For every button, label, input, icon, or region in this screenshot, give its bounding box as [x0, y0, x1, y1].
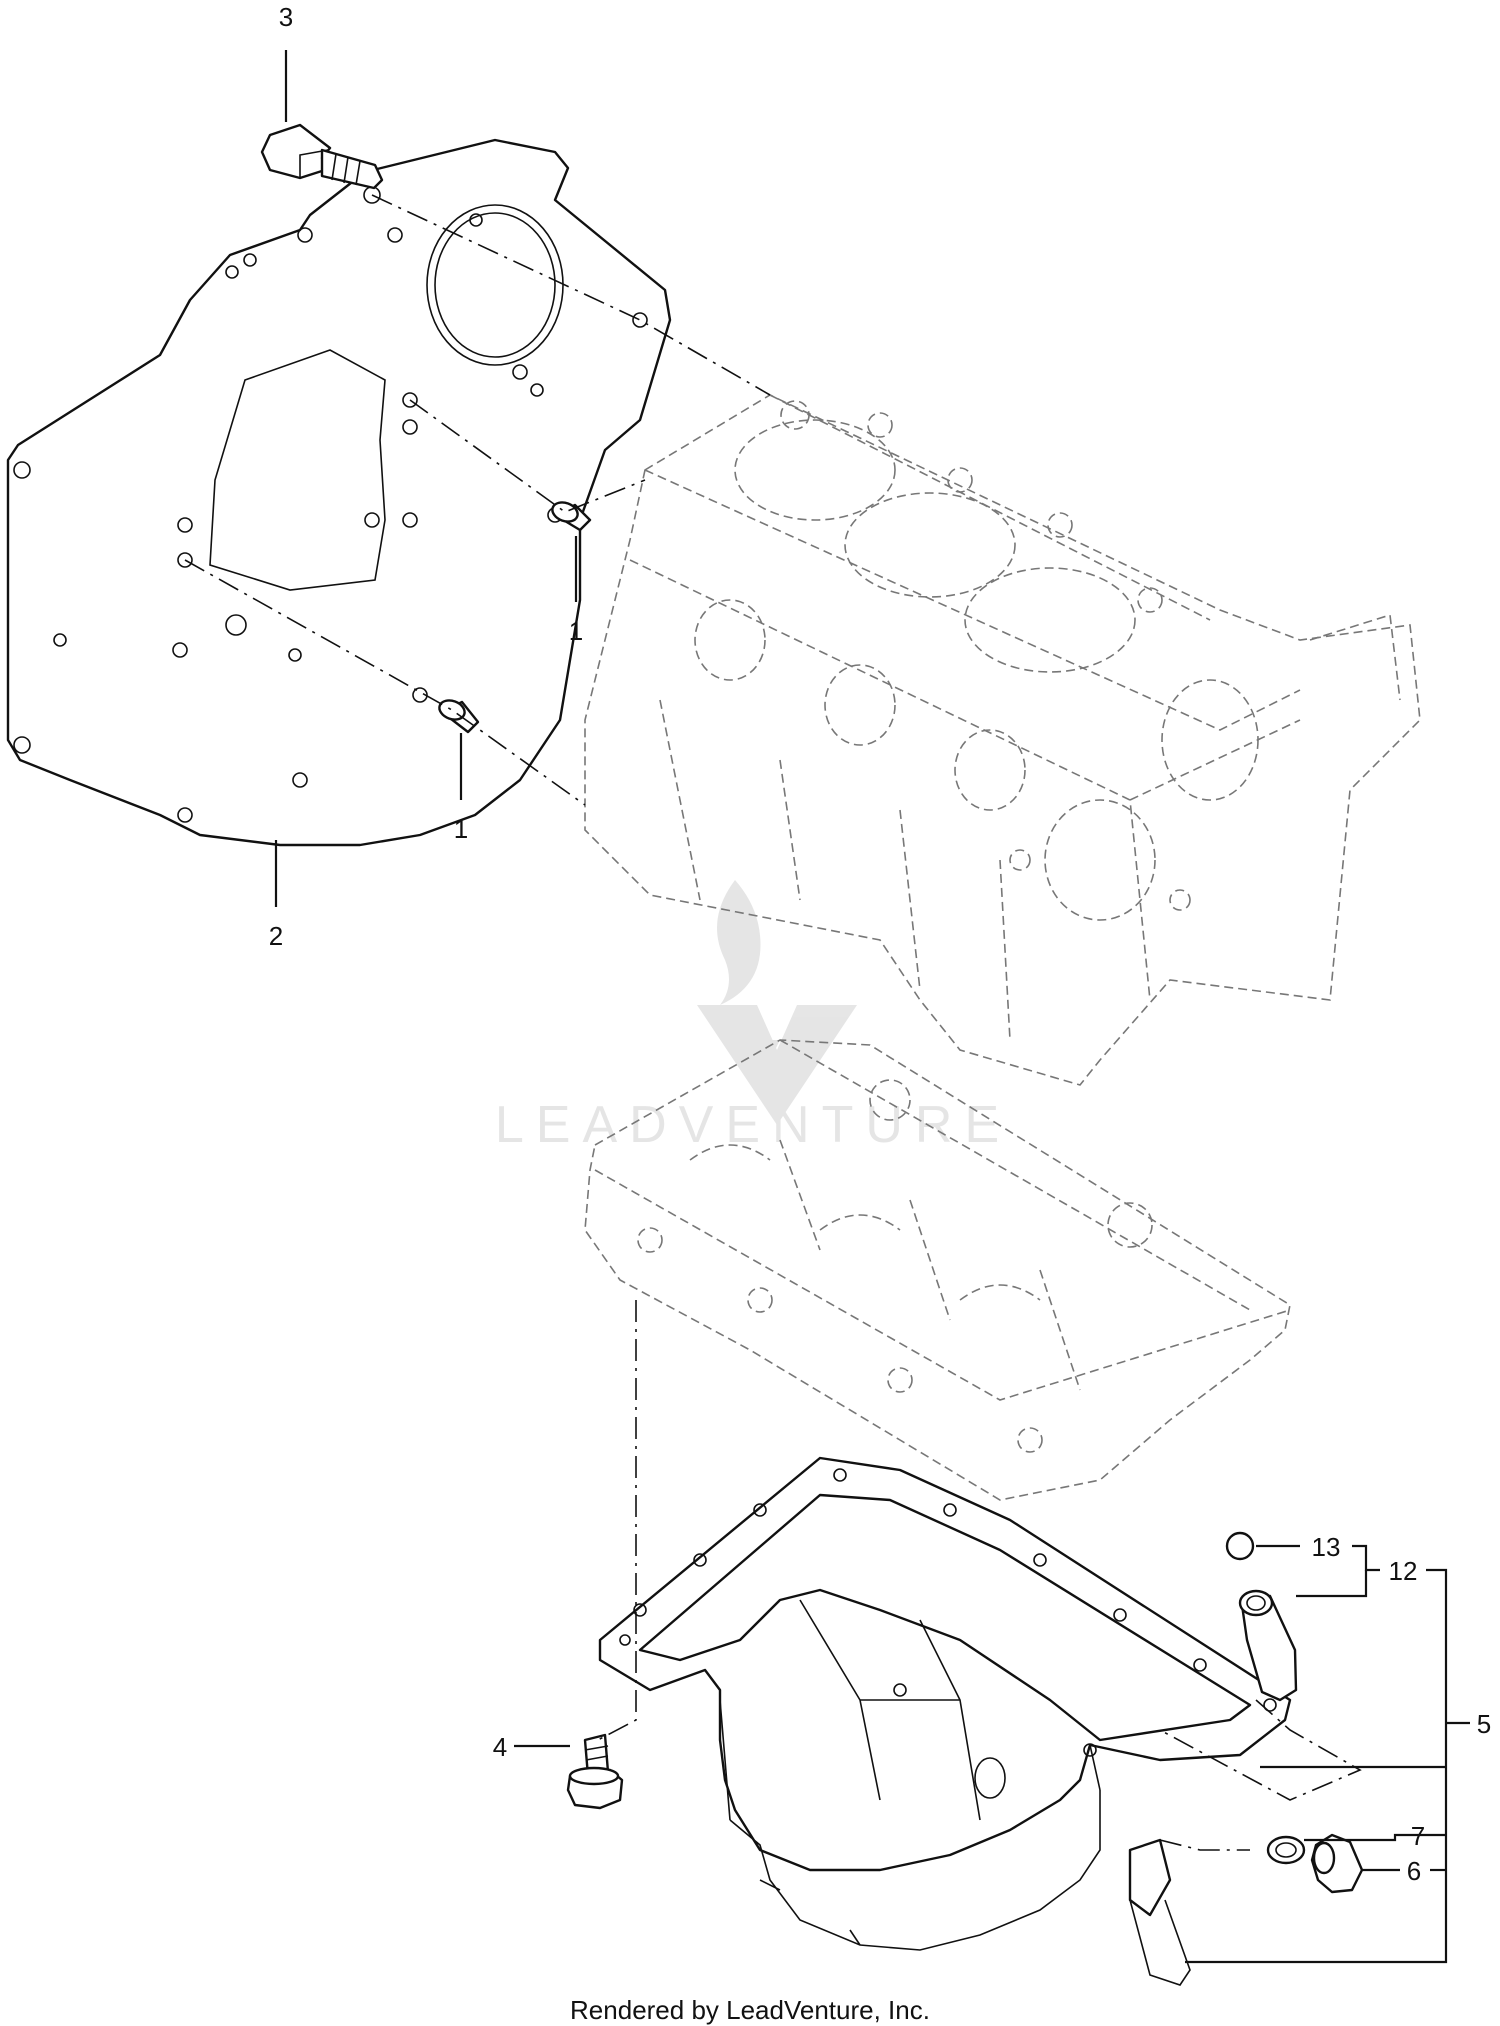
oil-pan [598, 1456, 1292, 1986]
callout-5: 5 [1477, 1709, 1491, 1739]
drain-plug-part-6 [1310, 1833, 1364, 1894]
oil-pan-bolt-part-4 [566, 1733, 624, 1810]
gasket-ring-part-7 [1266, 1835, 1306, 1865]
engine-block [584, 394, 1421, 1086]
cap-part-13 [1225, 1531, 1255, 1561]
callout-2: 2 [269, 921, 283, 951]
callout-12: 12 [1389, 1556, 1418, 1586]
rear-end-plate [6, 138, 672, 847]
callout-3: 3 [279, 2, 293, 32]
dowel-pin-upper [551, 501, 592, 532]
watermark-text: LEADVENTURE [495, 1096, 1011, 1154]
leader-lines [274, 50, 1470, 1964]
callout-4: 4 [493, 1732, 507, 1762]
leadventure-watermark: LEADVENTURE [495, 880, 1011, 1154]
callout-labels: 3 1 1 2 4 13 12 5 7 6 [269, 2, 1491, 1886]
callout-13: 13 [1312, 1532, 1341, 1562]
callout-1-lower: 1 [454, 814, 468, 844]
callout-6: 6 [1407, 1856, 1421, 1886]
bolt-part-3 [260, 123, 384, 190]
filler-cap-assembly-part-12 [1238, 1589, 1298, 1702]
callout-1-upper: 1 [569, 616, 583, 646]
lower-crankcase [584, 1039, 1291, 1501]
render-credit: Rendered by LeadVenture, Inc. [570, 1995, 930, 2025]
callout-7: 7 [1411, 1821, 1425, 1851]
alignment-lines [184, 194, 1362, 1851]
